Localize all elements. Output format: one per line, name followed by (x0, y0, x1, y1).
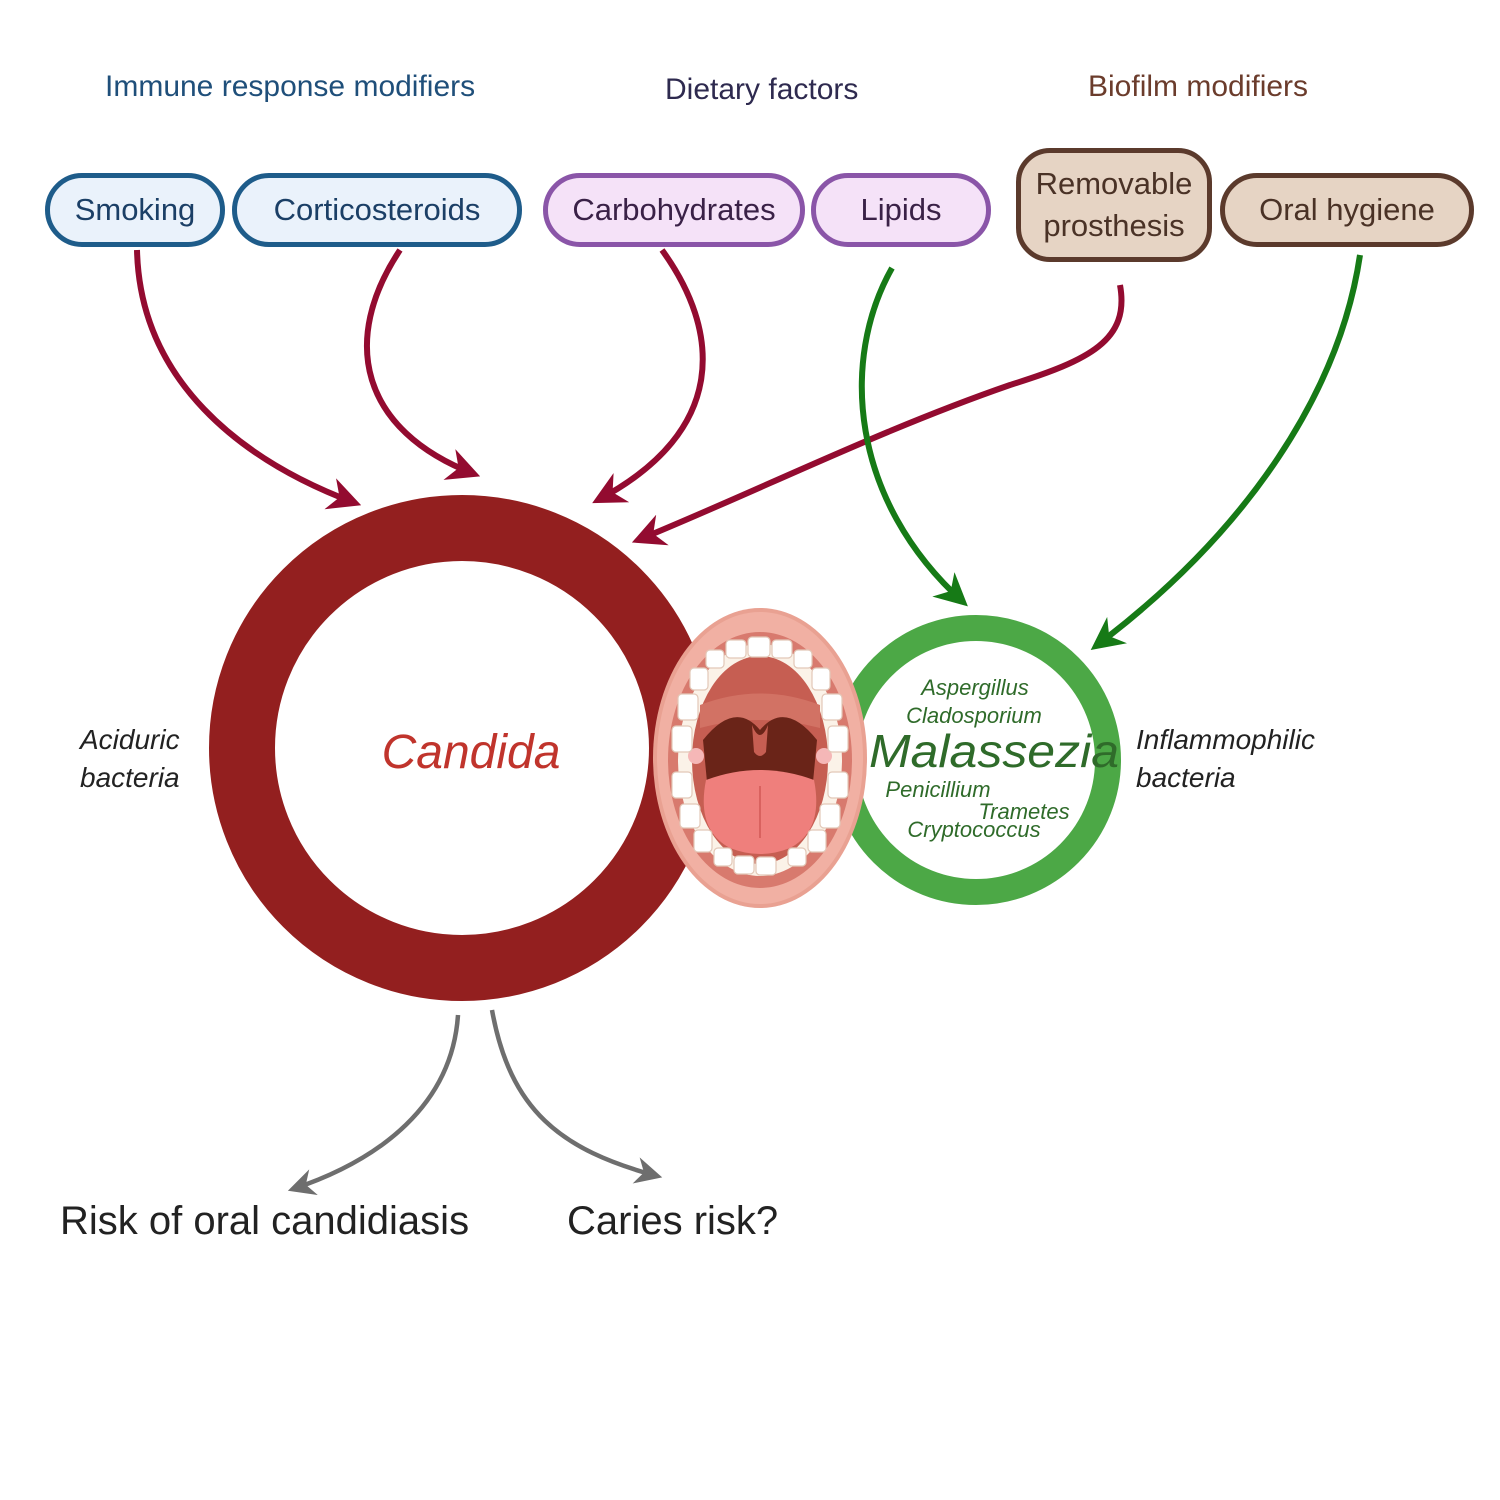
factor-oral-hygiene: Oral hygiene (1220, 173, 1474, 247)
group-title-dietary: Dietary factors (665, 73, 859, 106)
genus-malassezia: Malassezia (869, 725, 1119, 777)
outcome-caries-risk: Caries risk? (567, 1199, 779, 1243)
candida-label: Candida (382, 726, 561, 779)
arrow-candida-to-caries (489, 1009, 663, 1184)
arrow-smoking-to-candida (134, 249, 362, 510)
outcome-oral-candidiasis: Risk of oral candidiasis (60, 1199, 470, 1243)
malassezia-word-cloud: Aspergillus Cladosporium Malassezia Peni… (869, 675, 1119, 842)
group-title-immune: Immune response modifiers (105, 70, 476, 103)
arrow-lipids-to-malassezia (858, 266, 968, 607)
genus-penicillium: Penicillium (885, 777, 990, 802)
arrow-carbohydrates-to-candida (592, 248, 706, 504)
open-mouth-illustration (653, 608, 867, 908)
factor-carbohydrates: Carbohydrates (543, 173, 805, 247)
factor-smoking: Smoking (45, 173, 225, 247)
genus-cladosporium: Cladosporium (906, 703, 1042, 728)
factor-lipids: Lipids (811, 173, 991, 247)
factor-corticosteroids: Corticosteroids (232, 173, 522, 247)
arrow-oral-hygiene-to-malassezia (1090, 254, 1363, 650)
arrow-corticosteroids-to-candida (364, 248, 481, 480)
group-title-biofilm: Biofilm modifiers (1088, 70, 1309, 103)
arrow-candida-to-candidiasis (287, 1014, 461, 1195)
genus-trametes: Trametes (978, 799, 1069, 824)
genus-cryptococcus: Cryptococcus (907, 817, 1040, 842)
arrow-prosthesis-to-candida (631, 284, 1125, 546)
genus-aspergillus: Aspergillus (919, 675, 1029, 700)
